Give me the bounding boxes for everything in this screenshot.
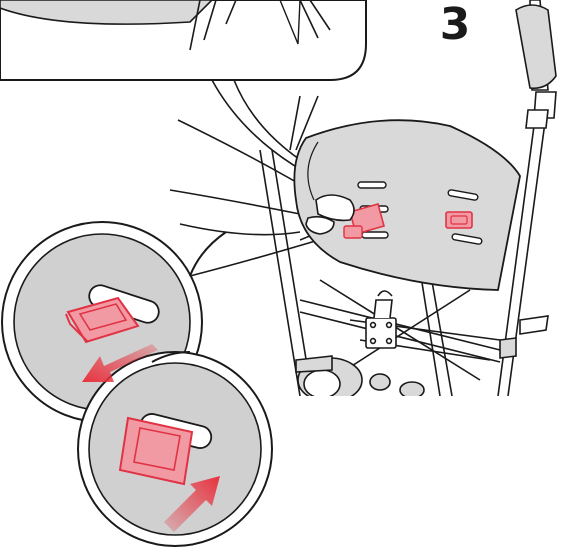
hinge-plates [366,291,396,348]
step-number: 3 [431,0,479,52]
top-detail-bubble [0,0,366,80]
wheels [296,356,424,402]
